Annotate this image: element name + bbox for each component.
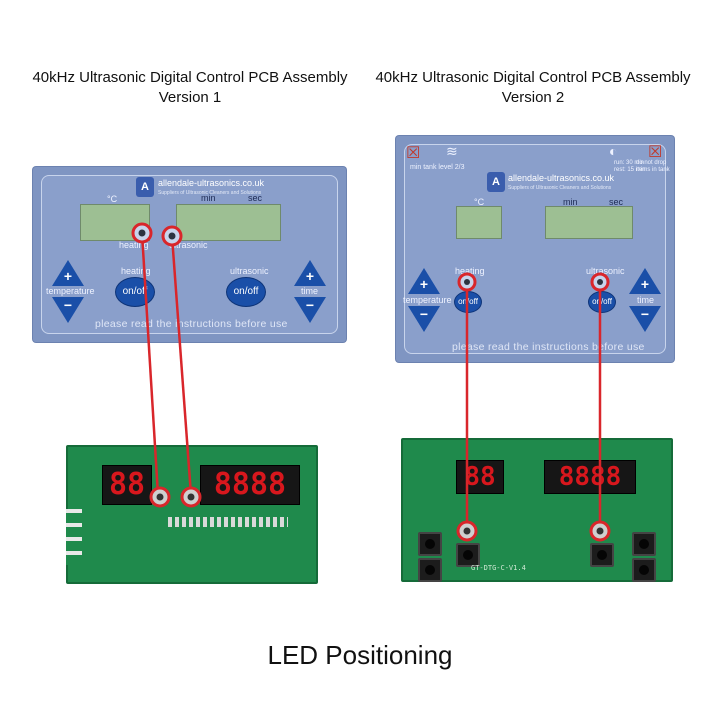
version2-temperature-down-icon[interactable]: [408, 306, 440, 332]
version2-no-dry-icon: ☒: [406, 145, 421, 162]
version2-temperature-up-icon[interactable]: [408, 268, 440, 294]
version2-time-label: time: [637, 295, 655, 305]
version1-heating-led-label: heating: [119, 240, 149, 250]
version2-temp-unit: °C: [474, 197, 485, 207]
version2-rest-text: rest: 15 min: [614, 167, 646, 173]
version2-pcb-switch-6: [632, 558, 656, 582]
version1-pcb-wires: [66, 509, 82, 565]
main-caption: LED Positioning: [267, 640, 453, 670]
brand-logo-icon: A: [136, 177, 154, 197]
version1-ultrasonic-label: ultrasonic: [230, 266, 269, 276]
version1-title-line1: 40kHz Ultrasonic Digital Control PCB Ass…: [32, 69, 348, 86]
version1-heating-onoff-button[interactable]: on/off: [115, 277, 155, 307]
version2-footer: please read the instructions before use: [452, 341, 645, 353]
version1-temperature-down-icon[interactable]: [52, 297, 84, 323]
version2-title-line1: 40kHz Ultrasonic Digital Control PCB Ass…: [375, 69, 691, 86]
version2-pcb-display-left: 88: [456, 460, 504, 494]
version1-title: 40kHz Ultrasonic Digital Control PCB Ass…: [25, 68, 355, 108]
version2-pcb-switch-4: [590, 543, 614, 567]
version1-pcb-display-left: 88: [102, 465, 152, 505]
version2-temp-plus: +: [419, 276, 429, 292]
version2-min-label: min: [563, 197, 578, 207]
version1-pcb-display-right: 8888: [200, 465, 300, 505]
version2-heating-onoff-button[interactable]: on/off: [454, 291, 482, 313]
version1-temperature-display: [80, 204, 150, 241]
version1-time-plus: +: [305, 268, 315, 284]
version2-pcb: 88 8888 GT-DTG-C-V1.4: [401, 438, 673, 582]
version2-pcb-switch-5: [632, 532, 656, 556]
version2-heating-label: heating: [455, 266, 485, 276]
version1-temperature-label: temperature: [46, 286, 95, 296]
version2-time-plus: +: [640, 276, 650, 292]
version1-title-line2: Version 1: [158, 89, 222, 106]
version1-footer: please read the instructions before use: [95, 318, 288, 330]
version1-time-label: time: [301, 286, 319, 296]
version1-ultrasonic-onoff-button[interactable]: on/off: [226, 277, 266, 307]
version2-pcb-display-right: 8888: [544, 460, 636, 494]
version2-min-tank: min tank level 2/3: [410, 164, 465, 171]
version2-time-minus: −: [640, 306, 650, 322]
version1-brand-sub: Suppliers of Ultrasonic Cleaners and Sol…: [158, 190, 262, 196]
version2-ultrasonic-onoff-button[interactable]: on/off: [588, 291, 616, 313]
version2-temperature-label: temperature: [403, 295, 452, 305]
version2-pcb-switch-1: [418, 532, 442, 556]
version1-heating-label: heating: [121, 266, 151, 276]
version1-temp-unit: °C: [107, 194, 118, 204]
version1-pcb-header-pins: [168, 517, 288, 527]
version2-brand: allendale-ultrasonics.co.uk: [508, 173, 615, 183]
version2-temp-minus: −: [419, 306, 429, 322]
version2-time-display: [545, 206, 633, 239]
version1-ultrasonic-led-label: ultrasonic: [169, 240, 208, 250]
version2-board-code: GT-DTG-C-V1.4: [471, 564, 526, 572]
version2-pcb-switch-3: [456, 543, 480, 567]
version1-sec-label: sec: [248, 193, 263, 203]
version1-time-up-icon[interactable]: [294, 260, 326, 286]
version2-ultrasonic-label: ultrasonic: [586, 266, 625, 276]
version2-title: 40kHz Ultrasonic Digital Control PCB Ass…: [368, 68, 698, 108]
version2-title-line2: Version 2: [501, 89, 565, 106]
version1-temperature-up-icon[interactable]: [52, 260, 84, 286]
version2-temperature-display: [456, 206, 502, 239]
version2-water-level-icon: ≋: [446, 143, 458, 159]
version1-time-display: [176, 204, 281, 241]
version2-no-drop-icon: ☒: [648, 144, 663, 161]
version2-sec-label: sec: [609, 197, 624, 207]
version1-temp-plus: +: [63, 268, 73, 284]
version1-temp-minus: −: [63, 297, 73, 313]
version1-time-minus: −: [305, 297, 315, 313]
version1-time-down-icon[interactable]: [294, 297, 326, 323]
version2-run-text: run: 30 min: [614, 160, 645, 166]
version2-brand-sub: Suppliers of Ultrasonic Cleaners and Sol…: [508, 185, 612, 191]
version2-front-panel: ☒ ≋ min tank level 2/3 ◐ run: 30 min res…: [396, 136, 674, 362]
version2-time-up-icon[interactable]: [629, 268, 661, 294]
version2-do-not-drop: do not drop items in tank: [636, 160, 670, 173]
version2-cycle-icon: ◐: [609, 143, 618, 159]
brand-logo-icon: A: [487, 172, 505, 192]
version1-pcb: 88 8888: [66, 445, 318, 584]
version2-time-down-icon[interactable]: [629, 306, 661, 332]
version1-min-label: min: [201, 193, 216, 203]
version2-pcb-switch-2: [418, 558, 442, 582]
version2-panel-border: [404, 144, 666, 354]
version1-front-panel: A allendale-ultrasonics.co.uk Suppliers …: [33, 167, 346, 342]
version1-brand: allendale-ultrasonics.co.uk: [158, 178, 265, 188]
